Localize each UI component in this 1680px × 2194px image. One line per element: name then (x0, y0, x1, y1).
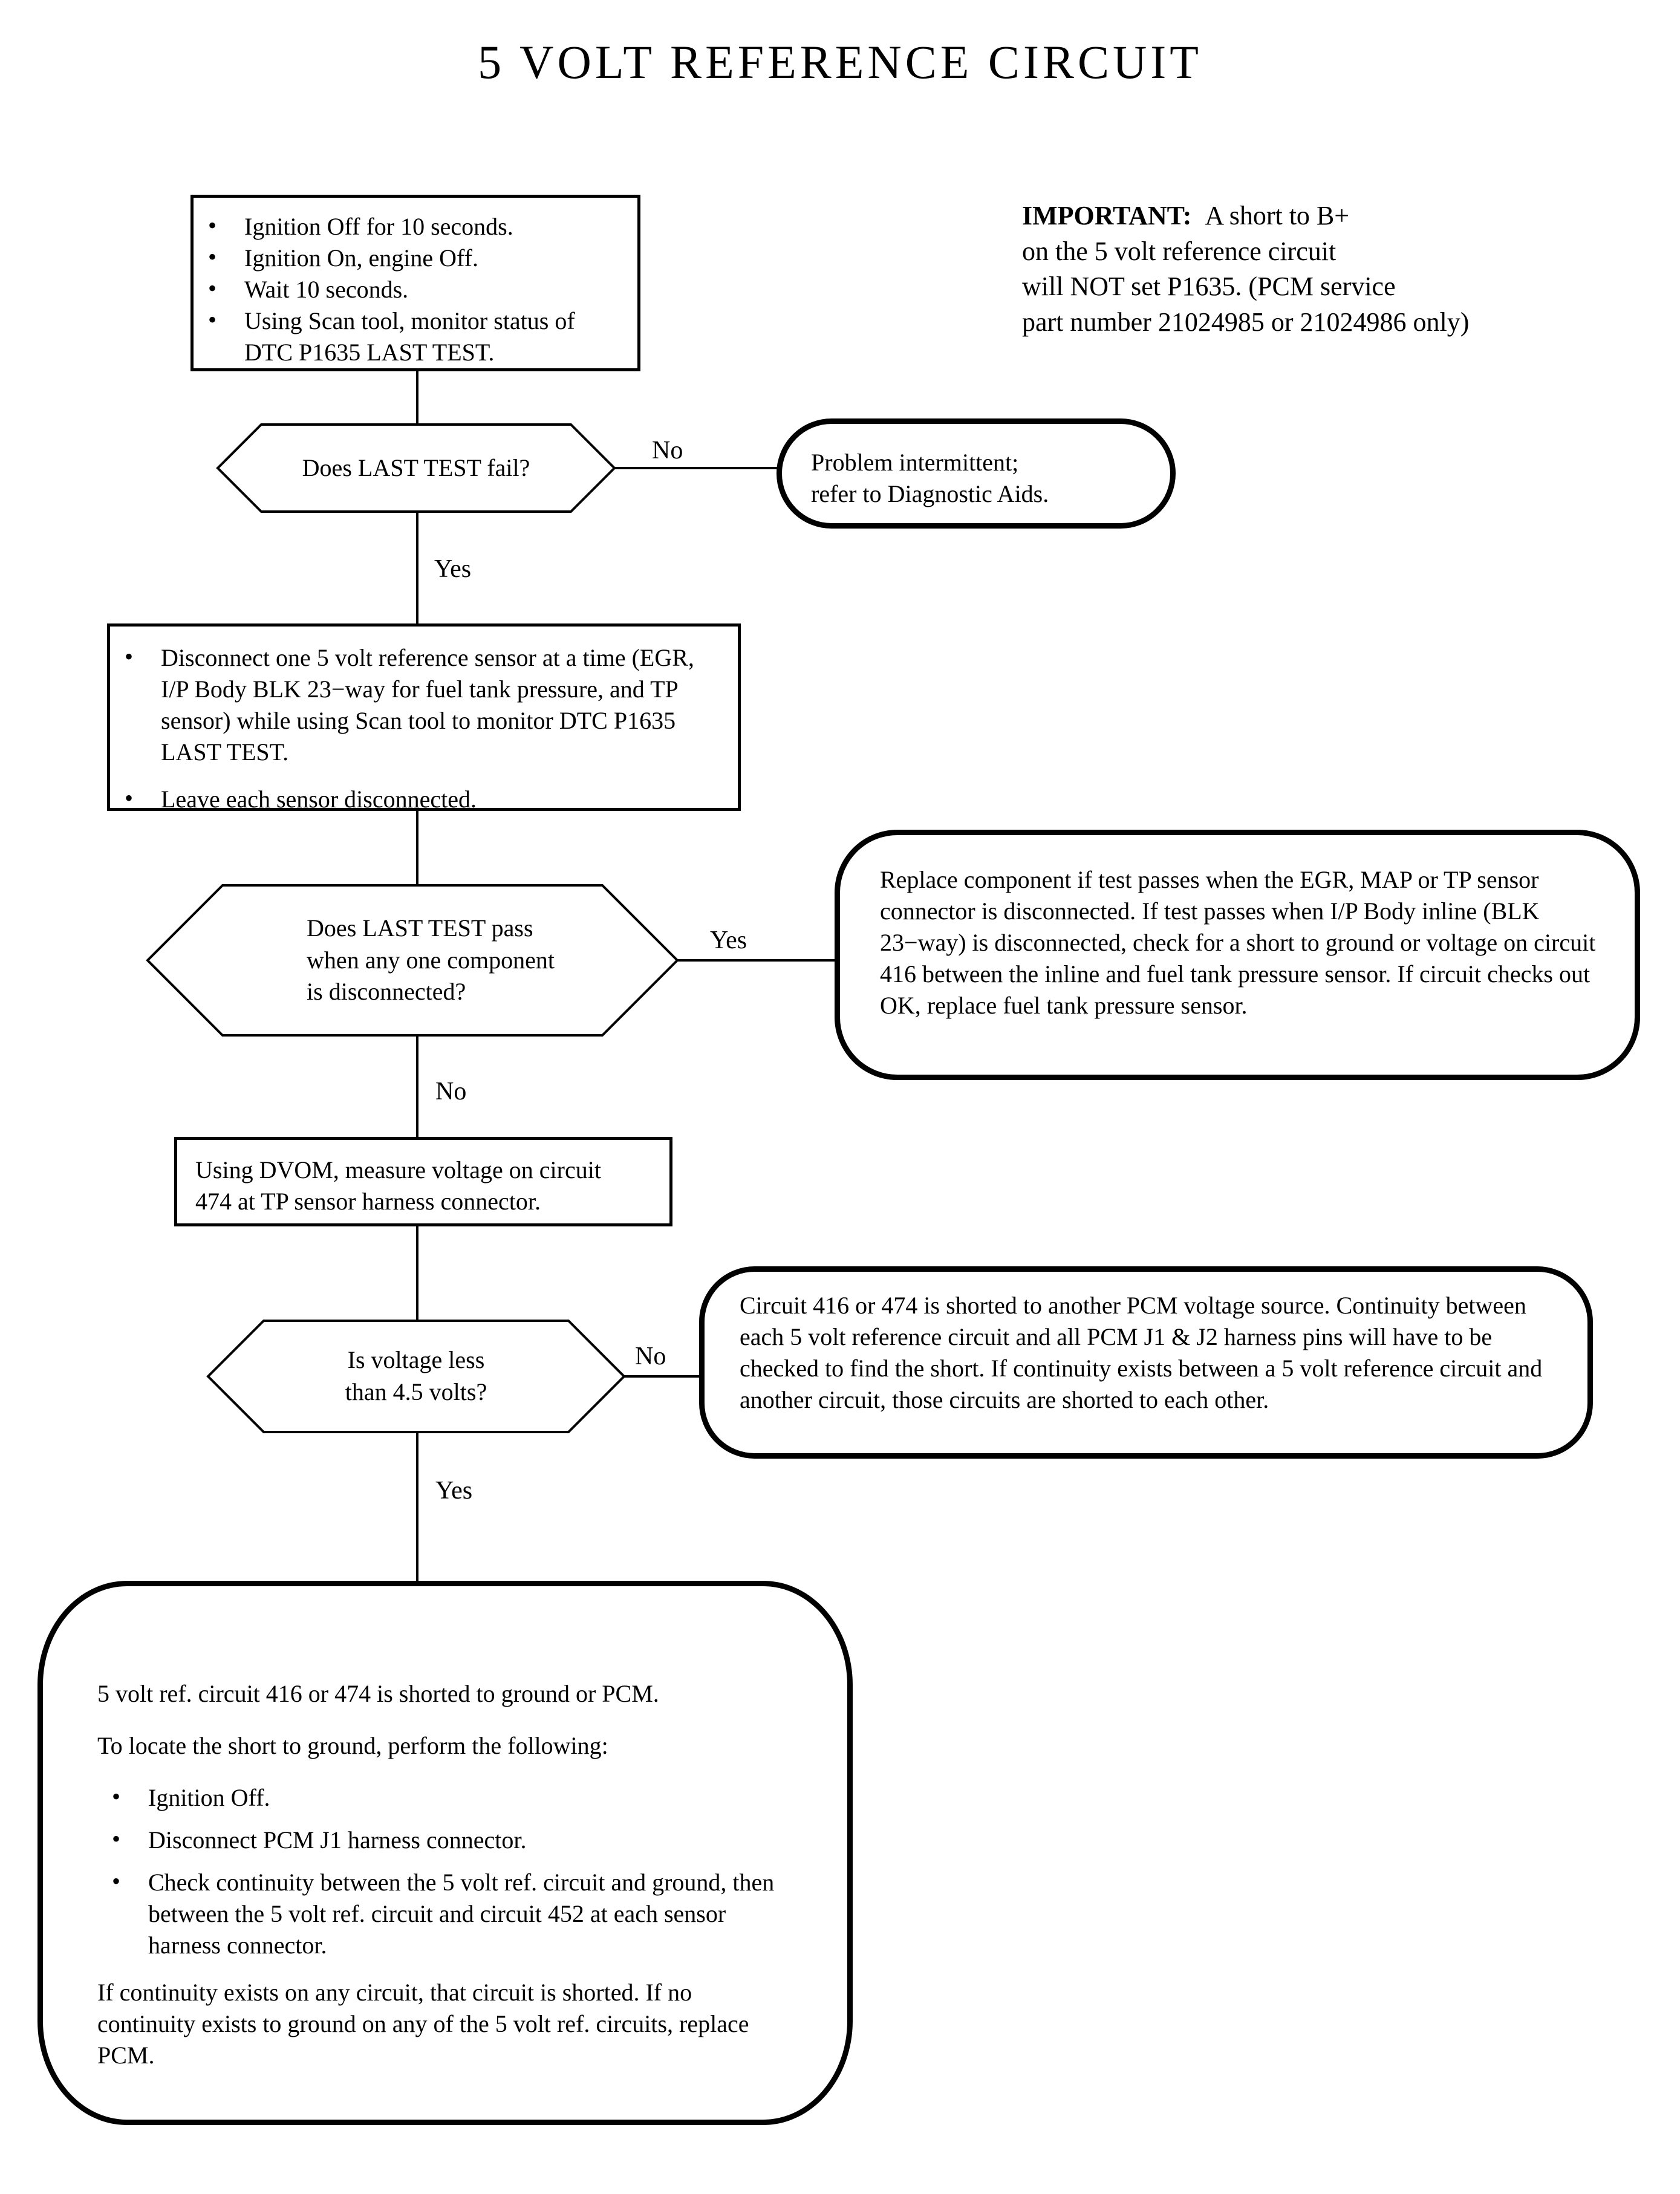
branch-label-yes-3: Yes (435, 1477, 473, 1505)
list-item: Check continuity between the 5 volt ref.… (97, 1866, 789, 1961)
important-note: IMPORTANT: A short to B+ on the 5 volt r… (1022, 198, 1651, 340)
terminal-2-text: Replace component if test passes when th… (880, 866, 1596, 1019)
important-line-4: part number 21024985 or 21024986 only) (1022, 307, 1470, 337)
step-1-bullet-list: Ignition Off for 10 seconds. Ignition On… (194, 210, 637, 368)
list-item: Disconnect one 5 volt reference sensor a… (110, 641, 738, 768)
list-item: Ignition On, engine Off. (194, 241, 637, 274)
list-item: Leave each sensor disconnected. (110, 783, 738, 815)
terminal-circuit-shorted-voltage: Circuit 416 or 474 is shorted to another… (699, 1266, 1593, 1459)
step-3-box: Using DVOM, measure voltage on circuit 4… (174, 1137, 672, 1226)
terminal-replace-component: Replace component if test passes when th… (835, 830, 1640, 1080)
list-item: Wait 10 seconds. (194, 273, 637, 305)
terminal-1-line-2: refer to Diagnostic Aids. (811, 480, 1049, 507)
connector-step1-to-decision1 (416, 371, 418, 437)
step-3-line-1: Using DVOM, measure voltage on circuit (195, 1156, 601, 1183)
branch-label-yes-1: Yes (434, 555, 472, 583)
decision-2-line-2: when any one component (307, 946, 555, 974)
terminal-4-subheading: To locate the short to ground, perform t… (97, 1732, 608, 1759)
important-line-1: A short to B+ (1205, 201, 1350, 230)
decision-1-text: Does LAST TEST fail? (302, 454, 530, 481)
connector-decision1-yes (416, 512, 418, 624)
list-item: Ignition Off for 10 seconds. (194, 210, 637, 243)
terminal-1-line-1: Problem intermittent; (811, 449, 1019, 476)
decision-voltage-less-than: Is voltage less than 4.5 volts? (206, 1320, 626, 1433)
decision-last-test-pass: Does LAST TEST pass when any one compone… (146, 884, 679, 1037)
terminal-3-text: Circuit 416 or 474 is shorted to another… (740, 1292, 1543, 1413)
branch-label-yes-2: Yes (710, 926, 747, 954)
step-1-box: Ignition Off for 10 seconds. Ignition On… (190, 195, 640, 371)
decision-2-line-3: is disconnected? (307, 978, 466, 1006)
list-item: Using Scan tool, monitor status of DTC P… (194, 304, 637, 368)
important-line-3: will NOT set P1635. (PCM service (1022, 272, 1396, 302)
step-2-bullet-list: Disconnect one 5 volt reference sensor a… (110, 641, 738, 815)
step-3-line-2: 474 at TP sensor harness connector. (195, 1188, 541, 1215)
terminal-problem-intermittent: Problem intermittent; refer to Diagnosti… (777, 418, 1176, 529)
terminal-short-to-ground-procedure: 5 volt ref. circuit 416 or 474 is shorte… (37, 1581, 853, 2125)
decision-last-test-fail: Does LAST TEST fail? (216, 423, 616, 513)
list-item: Disconnect PCM J1 harness connector. (97, 1823, 789, 1856)
step-2-box: Disconnect one 5 volt reference sensor a… (107, 623, 741, 814)
terminal-4-footer: If continuity exists on any circuit, tha… (97, 1979, 749, 2069)
page-title: 5 VOLT REFERENCE CIRCUIT (478, 36, 1202, 88)
branch-label-no-3: No (635, 1343, 666, 1370)
important-label: IMPORTANT: (1022, 201, 1192, 230)
connector-decision2-no (416, 1035, 418, 1138)
decision-3-line-2: than 4.5 volts? (345, 1378, 487, 1405)
list-item: Ignition Off. (97, 1781, 789, 1814)
decision-3-line-1: Is voltage less (347, 1346, 485, 1374)
connector-step2-to-decision2 (416, 811, 418, 887)
terminal-4-bullet-list: Ignition Off. Disconnect PCM J1 harness … (97, 1781, 789, 1961)
terminal-4-heading: 5 volt ref. circuit 416 or 474 is shorte… (97, 1680, 659, 1707)
branch-label-no-1: No (652, 437, 683, 464)
important-line-2: on the 5 volt reference circuit (1022, 236, 1337, 266)
connector-decision1-no (614, 467, 779, 469)
connector-step3-to-decision3 (416, 1226, 418, 1321)
connector-decision2-yes (676, 959, 838, 962)
connector-decision3-yes (416, 1432, 418, 1594)
connector-decision3-no (623, 1375, 702, 1378)
branch-label-no-2: No (435, 1078, 467, 1105)
decision-2-line-1: Does LAST TEST pass (307, 914, 533, 942)
